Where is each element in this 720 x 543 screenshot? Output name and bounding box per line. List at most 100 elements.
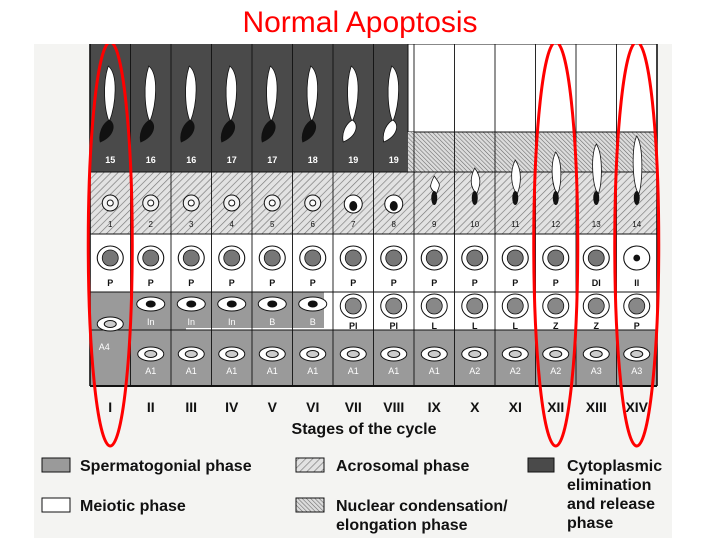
intermediate-nucleus bbox=[267, 300, 278, 308]
spermatocyte-nucleus bbox=[344, 249, 362, 267]
acrosome-row-number: 7 bbox=[351, 220, 356, 229]
spermatocyte-nucleus bbox=[142, 249, 160, 267]
spermatocyte-label: P bbox=[472, 278, 478, 288]
acrosome-row-number: 2 bbox=[149, 220, 154, 229]
stage-label-vii: VII bbox=[345, 399, 362, 415]
spermatocyte-nucleus bbox=[304, 249, 322, 267]
spermatocyte-label: P bbox=[229, 278, 235, 288]
spermatocyte-label: P bbox=[431, 278, 437, 288]
intermediate-label: B bbox=[310, 317, 316, 327]
late-spermatid-head bbox=[593, 191, 600, 205]
stages-caption: Stages of the cycle bbox=[292, 421, 437, 438]
intermediate-label: Pl bbox=[389, 321, 398, 331]
late-spermatid-head bbox=[552, 191, 559, 205]
round-spermatid-nucleus bbox=[389, 201, 398, 211]
intermediate-label: L bbox=[432, 321, 438, 331]
base-spermatogonium-nucleus bbox=[468, 350, 482, 358]
base-label: A2 bbox=[550, 366, 561, 376]
spermatocyte-nucleus bbox=[385, 249, 403, 267]
intermediate-nucleus bbox=[307, 300, 318, 308]
top-row-number: 19 bbox=[389, 155, 399, 165]
stage-label-xiv: XIV bbox=[625, 399, 648, 415]
legend-label-cytoplasmic: Cytoplasmic elimination and release phas… bbox=[567, 458, 667, 532]
spermatocyte-nucleus bbox=[101, 249, 119, 267]
elongated-spermatid-head bbox=[342, 119, 357, 143]
acrosome-row-number: 4 bbox=[230, 220, 235, 229]
base-spermatogonium-nucleus bbox=[630, 350, 644, 358]
stage-label-viii: VIII bbox=[383, 399, 404, 415]
top-row-number: 16 bbox=[186, 155, 196, 165]
base-label: A1 bbox=[186, 366, 197, 376]
acrosome-row-number: 8 bbox=[392, 220, 397, 229]
top-row-number: 17 bbox=[267, 155, 277, 165]
acrosome-row-number: 6 bbox=[311, 220, 316, 229]
primary-spermatocyte-nucleus bbox=[628, 297, 646, 315]
base-spermatogonium-nucleus bbox=[387, 350, 401, 358]
spermatocyte-label: P bbox=[553, 278, 559, 288]
stage-label-iii: III bbox=[185, 399, 197, 415]
primary-spermatocyte-nucleus bbox=[466, 297, 484, 315]
primary-spermatocyte-nucleus bbox=[587, 297, 605, 315]
spermatogonial-intermediate bbox=[186, 292, 324, 328]
stage-label-xiii: XIII bbox=[586, 399, 607, 415]
base-label: A1 bbox=[388, 366, 399, 376]
intermediate-label: B bbox=[269, 317, 275, 327]
elongated-spermatid-head bbox=[180, 119, 195, 143]
base-spermatogonium-nucleus bbox=[265, 350, 279, 358]
intermediate-label: Z bbox=[553, 321, 559, 331]
intermediate-label: L bbox=[513, 321, 519, 331]
spermatocyte-label: P bbox=[188, 278, 194, 288]
top-row-number: 17 bbox=[227, 155, 237, 165]
stage-label-iv: IV bbox=[225, 399, 239, 415]
intermediate-nucleus bbox=[186, 300, 197, 308]
primary-spermatocyte-nucleus bbox=[425, 297, 443, 315]
round-spermatid-nucleus bbox=[349, 201, 358, 211]
base-label: A2 bbox=[510, 366, 521, 376]
intermediate-nucleus bbox=[226, 300, 237, 308]
spermatocyte-nucleus bbox=[633, 254, 641, 262]
legend-label-nuclear: Nuclear condensation/ elongation phase bbox=[336, 498, 512, 534]
intermediate-nucleus bbox=[145, 300, 156, 308]
acrosome-row-number: 5 bbox=[270, 220, 275, 229]
acrosome-row-number: 9 bbox=[432, 220, 437, 229]
spermatocyte-label: P bbox=[350, 278, 356, 288]
round-spermatid-nucleus bbox=[187, 199, 195, 207]
spermatogonium-nucleus bbox=[103, 320, 117, 328]
cytoplasmic-band-top bbox=[90, 44, 408, 172]
base-spermatogonium-nucleus bbox=[144, 350, 158, 358]
intermediate-label: A4 bbox=[99, 342, 110, 352]
spermatocyte-label: P bbox=[269, 278, 275, 288]
round-spermatid-nucleus bbox=[268, 199, 276, 207]
intermediate-label: Z bbox=[594, 321, 600, 331]
round-spermatid-nucleus bbox=[228, 199, 236, 207]
base-label: A1 bbox=[429, 366, 440, 376]
top-row-number: 16 bbox=[146, 155, 156, 165]
legend-swatch-meiotic bbox=[41, 497, 71, 513]
round-spermatid-nucleus bbox=[106, 199, 114, 207]
base-spermatogonium-nucleus bbox=[427, 350, 441, 358]
legend: Spermatogonial phase Acrosomal phase Cyt… bbox=[41, 457, 667, 534]
acrosome-row-number: 3 bbox=[189, 220, 194, 229]
base-label: A1 bbox=[145, 366, 156, 376]
intermediate-label: In bbox=[228, 317, 236, 327]
spermatocyte-label: P bbox=[310, 278, 316, 288]
legend-label-meiotic: Meiotic phase bbox=[80, 498, 186, 515]
spermatocyte-label: P bbox=[512, 278, 518, 288]
round-spermatid-nucleus bbox=[309, 199, 317, 207]
legend-swatch-cytoplasmic bbox=[527, 457, 555, 473]
spermatocyte-nucleus bbox=[263, 249, 281, 267]
intermediate-label: L bbox=[472, 321, 478, 331]
late-spermatid-head bbox=[633, 191, 640, 205]
legend-label-spermatogonial: Spermatogonial phase bbox=[80, 458, 252, 475]
stage-label-v: V bbox=[268, 399, 278, 415]
base-label: A1 bbox=[307, 366, 318, 376]
elongated-spermatid-head bbox=[139, 119, 155, 143]
stage-label-ii: II bbox=[147, 399, 155, 415]
spermatocyte-nucleus bbox=[587, 249, 605, 267]
acrosome-row-number: 10 bbox=[470, 220, 479, 229]
stage-label-ix: IX bbox=[428, 399, 442, 415]
elongated-spermatid-head bbox=[382, 119, 398, 143]
elongated-spermatid-head bbox=[220, 119, 236, 143]
